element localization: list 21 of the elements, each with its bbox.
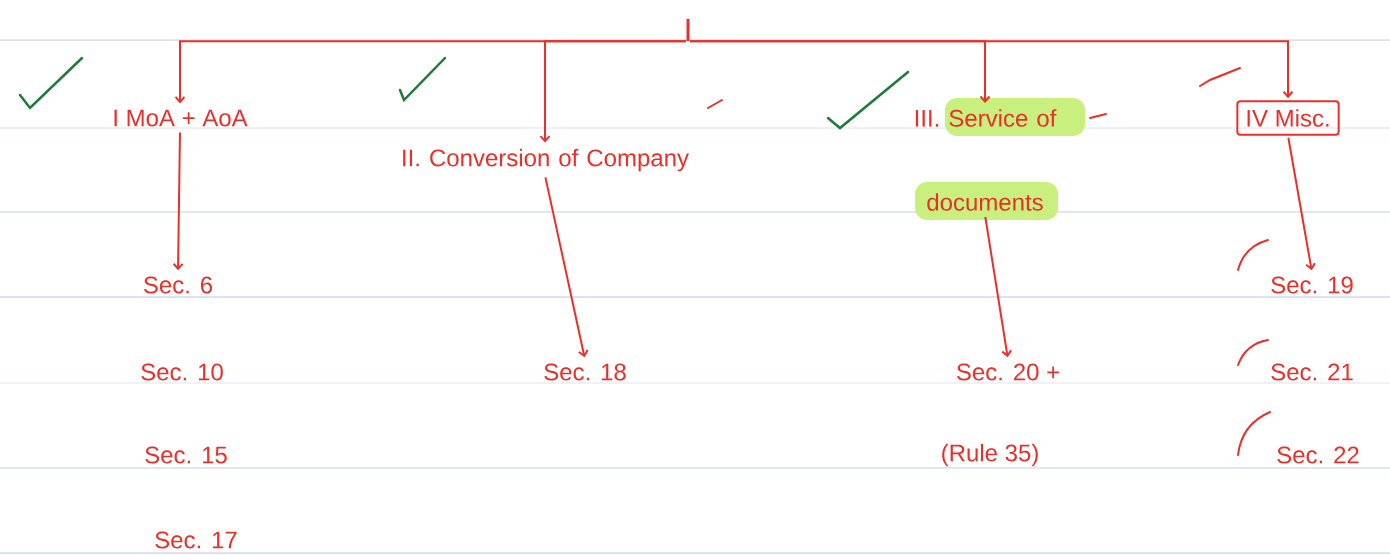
section-text: Sec. 17 <box>155 531 237 549</box>
arrow <box>984 216 1013 358</box>
bracket-tick <box>686 19 690 41</box>
section-text: Sec. 21 <box>1271 363 1353 381</box>
arrow <box>172 131 184 271</box>
section-text: Sec. 10 <box>141 363 223 381</box>
section-text: Sec. 20 + <box>956 363 1059 381</box>
section-text: Sec. 15 <box>145 446 227 464</box>
heading-text: I MoA + AoA <box>114 109 248 127</box>
section-text: Sec. 6 <box>143 276 213 294</box>
arrow <box>689 40 1294 99</box>
section-text: Sec. 19 <box>1271 276 1353 294</box>
arrow <box>544 176 589 358</box>
heading-text: III. Service of documents <box>915 109 1057 211</box>
heading-text: II. Conversion of Company <box>403 148 689 172</box>
heading-box: IV Misc. <box>1236 100 1340 136</box>
section-text: (Rule 35) <box>942 443 1038 467</box>
arrow <box>1287 136 1316 271</box>
section-text: Sec. 22 <box>1277 446 1359 464</box>
arrow <box>539 40 687 143</box>
section-text: Sec. 18 <box>544 363 626 381</box>
